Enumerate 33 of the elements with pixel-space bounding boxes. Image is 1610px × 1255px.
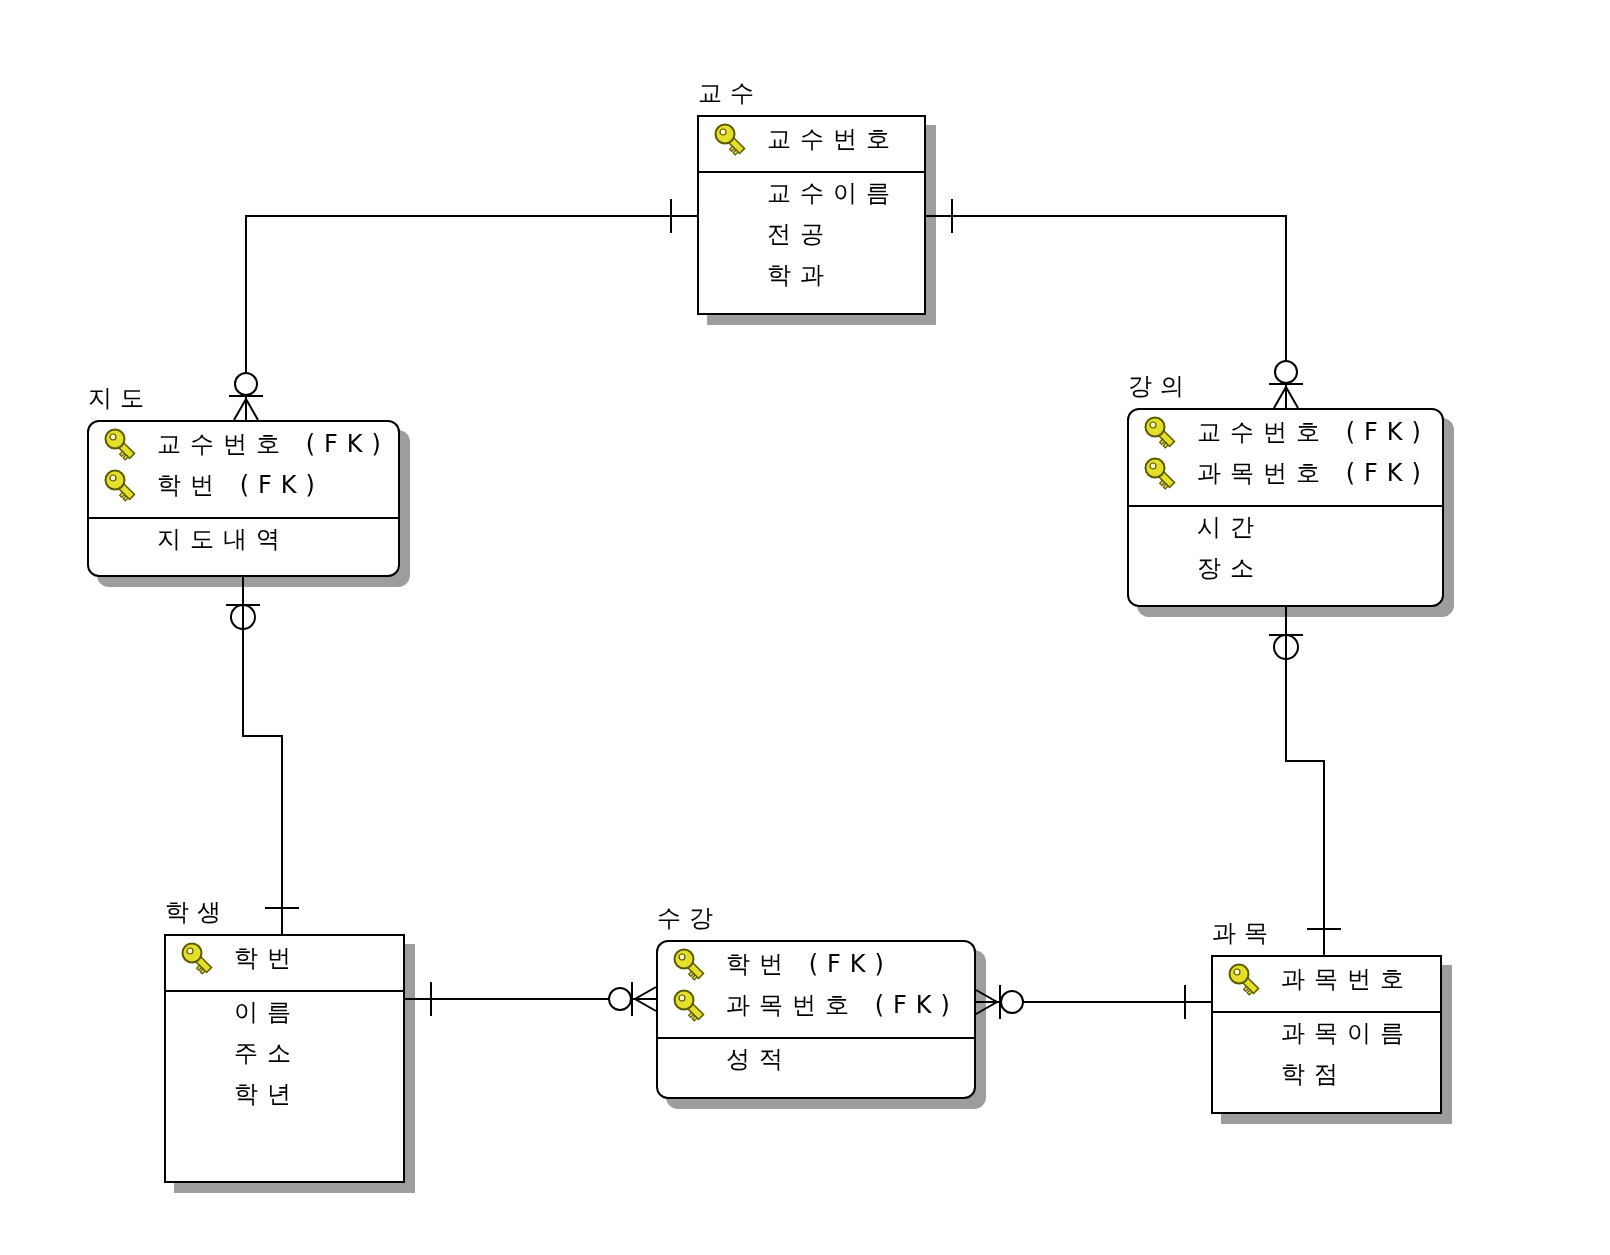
entity-name: 지도: [88, 384, 152, 412]
attribute-name: 장소: [1197, 553, 1263, 584]
key-attribute: 학번: [234, 943, 300, 974]
attribute-name: 이름: [234, 997, 300, 1028]
relationship-line: [228, 198, 698, 421]
key-attribute: 교수번호: [767, 124, 899, 155]
key-attribute: 학번 (FK): [157, 470, 324, 501]
key-attribute: 과목번호 (FK): [1197, 458, 1430, 489]
key-attribute: 교수번호 (FK): [1197, 417, 1430, 448]
attribute-name: 지도내역: [157, 524, 289, 555]
attribute-name: 주소: [234, 1038, 300, 1069]
relationship-line: [404, 981, 657, 1017]
attribute-name: 시간: [1197, 512, 1263, 543]
relationship-line: [975, 984, 1212, 1020]
key-attribute: 학번 (FK): [726, 949, 893, 980]
relationship-line: [925, 198, 1304, 409]
attribute-name: 학점: [1281, 1059, 1347, 1090]
attribute-name: 학과: [767, 260, 833, 291]
attribute-name: 학년: [234, 1079, 300, 1110]
relationship-line: [225, 576, 300, 935]
entity-name: 수강: [657, 904, 721, 932]
relationship-line: [1268, 606, 1342, 956]
attribute-name: 성적: [726, 1044, 792, 1075]
entity-name: 학생: [165, 898, 229, 926]
attribute-name: 과목이름: [1281, 1018, 1413, 1049]
entity-name: 과목: [1212, 919, 1276, 947]
attribute-name: 교수이름: [767, 178, 899, 209]
key-attribute: 과목번호 (FK): [726, 990, 959, 1021]
entity-name: 강의: [1128, 372, 1192, 400]
attribute-name: 전공: [767, 219, 833, 250]
key-attribute: 과목번호: [1281, 964, 1413, 995]
key-attribute: 교수번호 (FK): [157, 429, 390, 460]
entity-name: 교수: [698, 79, 762, 107]
